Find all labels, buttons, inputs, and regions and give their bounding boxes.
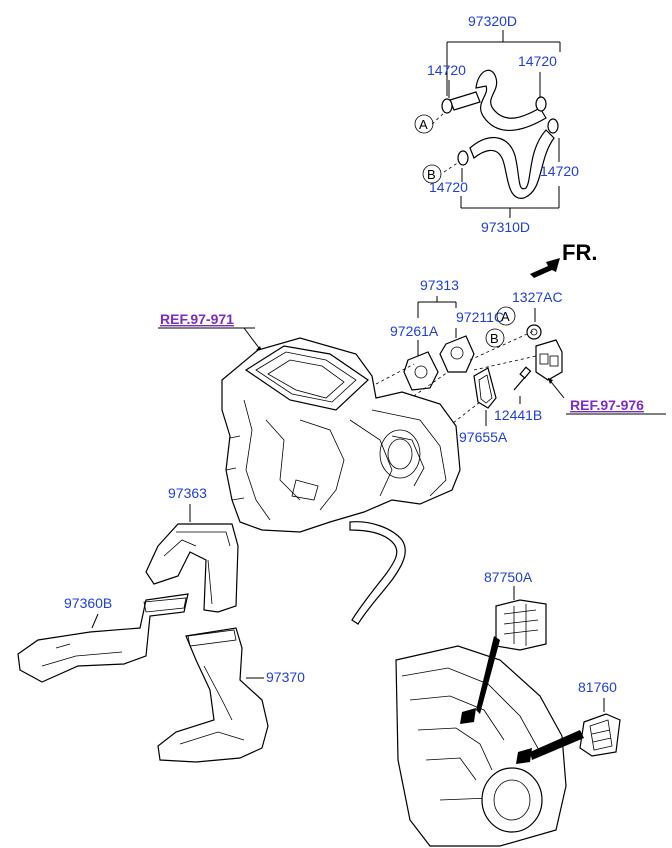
label-14720-b: 14720	[518, 53, 557, 69]
callout-b-top-text: B	[427, 167, 436, 182]
callout-a-mid: A	[496, 306, 516, 326]
label-14720-d: 14720	[540, 163, 579, 179]
callout-a-top-text: A	[419, 117, 428, 132]
callout-a-top: A	[414, 114, 434, 134]
grommet-97655A	[473, 367, 497, 409]
nut-1327AC	[526, 324, 542, 340]
label-97320D: 97320D	[468, 13, 517, 29]
label-14720-a: 14720	[427, 62, 466, 78]
label-97310D: 97310D	[481, 219, 530, 235]
label-97655A: 97655A	[459, 429, 508, 445]
front-label: FR.	[562, 240, 597, 265]
vent-grille-87750A	[495, 599, 547, 651]
seal-plate-97211C	[439, 335, 475, 373]
label-97360B: 97360B	[64, 595, 112, 611]
bolt-12441B	[513, 366, 532, 391]
hose-assembly-97320D	[431, 30, 561, 218]
callout-b-mid-text: B	[490, 331, 499, 346]
label-14720-c: 14720	[429, 179, 468, 195]
rear-duct-right-97370	[157, 627, 269, 763]
label-97211C: 97211C	[456, 309, 504, 325]
vent-cover-81760	[579, 713, 621, 757]
vehicle-rear-outline	[395, 636, 584, 847]
seal-plate-97261A	[403, 351, 439, 391]
callout-a-mid-text: A	[501, 309, 510, 324]
front-direction-arrow	[530, 258, 560, 278]
callout-b-top: B	[422, 164, 442, 184]
label-12441B: 12441B	[494, 407, 542, 423]
rear-duct-connector-97363	[145, 523, 239, 613]
callout-b-mid: B	[485, 328, 505, 348]
hvac-heater-unit	[221, 337, 461, 625]
label-97313: 97313	[420, 277, 459, 293]
expansion-valve-block	[535, 339, 563, 381]
ref-97-971[interactable]: REF.97-971	[160, 311, 234, 327]
label-1327AC: 1327AC	[512, 289, 563, 305]
label-97370: 97370	[266, 669, 305, 685]
label-97261A: 97261A	[390, 323, 439, 339]
label-87750A: 87750A	[484, 569, 533, 585]
ref-97-976[interactable]: REF.97-976	[570, 397, 644, 413]
rear-duct-left-97360B	[17, 593, 189, 683]
label-97363: 97363	[168, 485, 207, 501]
label-81760: 81760	[578, 679, 617, 695]
